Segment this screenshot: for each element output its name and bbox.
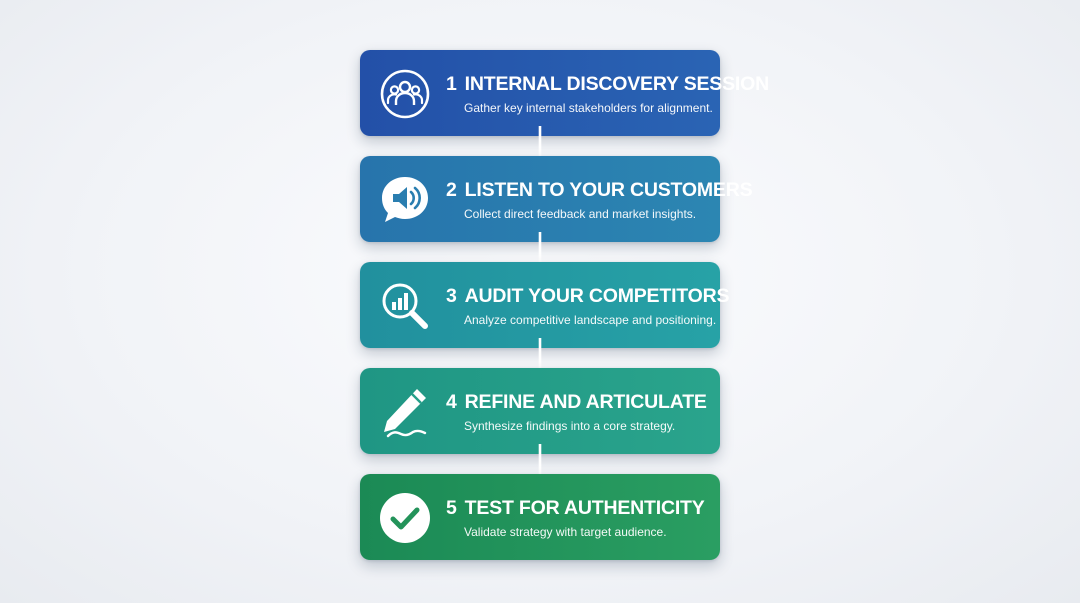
step-3-title-text: AUDIT YOUR COMPETITORS	[464, 285, 730, 307]
step-3-card: 3 AUDIT YOUR COMPETITORS Analyze competit…	[360, 262, 730, 348]
step-1-card: 1 INTERNAL DISCOVERY SESSION Gather key i…	[360, 50, 769, 136]
step-3-title: 3 AUDIT YOUR COMPETITORS	[446, 284, 730, 308]
step-4-card: 4 REFINE AND ARTICULATE Synthesize findin…	[360, 368, 720, 454]
pencil-icon	[379, 386, 431, 438]
step-3-description: Analyze competitive landscape and positi…	[464, 313, 717, 327]
step-4-title: 4 REFINE AND ARTICULATE	[446, 390, 707, 414]
step-5-description: Validate strategy with target audience.	[464, 525, 667, 539]
step-2-description: Collect direct feedback and market insig…	[464, 207, 697, 221]
step-3-number: 3	[446, 285, 457, 307]
step-2-title-text: LISTEN TO YOUR CUSTOMERS	[464, 179, 753, 201]
step-1-description: Gather key internal stakeholders for ali…	[464, 101, 713, 115]
checkmark-circle-icon	[379, 492, 431, 544]
people-group-icon	[379, 68, 431, 120]
step-1-title-text: INTERNAL DISCOVERY SESSION	[464, 73, 770, 95]
step-5-title: 5 TEST FOR AUTHENTICITY	[446, 496, 705, 520]
step-4-description: Synthesize findings into a core strategy…	[464, 419, 676, 433]
step-5-card: 5 TEST FOR AUTHENTICITY Validate strategy…	[360, 474, 720, 560]
step-5-number: 5	[446, 497, 457, 519]
step-2-card: 2 LISTEN TO YOUR CUSTOMERS Collect direct…	[360, 156, 753, 242]
step-1-number: 1	[446, 73, 457, 95]
speaker-bubble-icon	[379, 174, 431, 226]
step-5-title-text: TEST FOR AUTHENTICITY	[464, 497, 705, 519]
magnifier-chart-icon	[379, 280, 431, 332]
step-4-title-text: REFINE AND ARTICULATE	[464, 391, 707, 413]
step-1-title: 1 INTERNAL DISCOVERY SESSION	[446, 72, 769, 96]
step-2-title: 2 LISTEN TO YOUR CUSTOMERS	[446, 178, 753, 202]
step-4-number: 4	[446, 391, 457, 413]
step-2-number: 2	[446, 179, 457, 201]
